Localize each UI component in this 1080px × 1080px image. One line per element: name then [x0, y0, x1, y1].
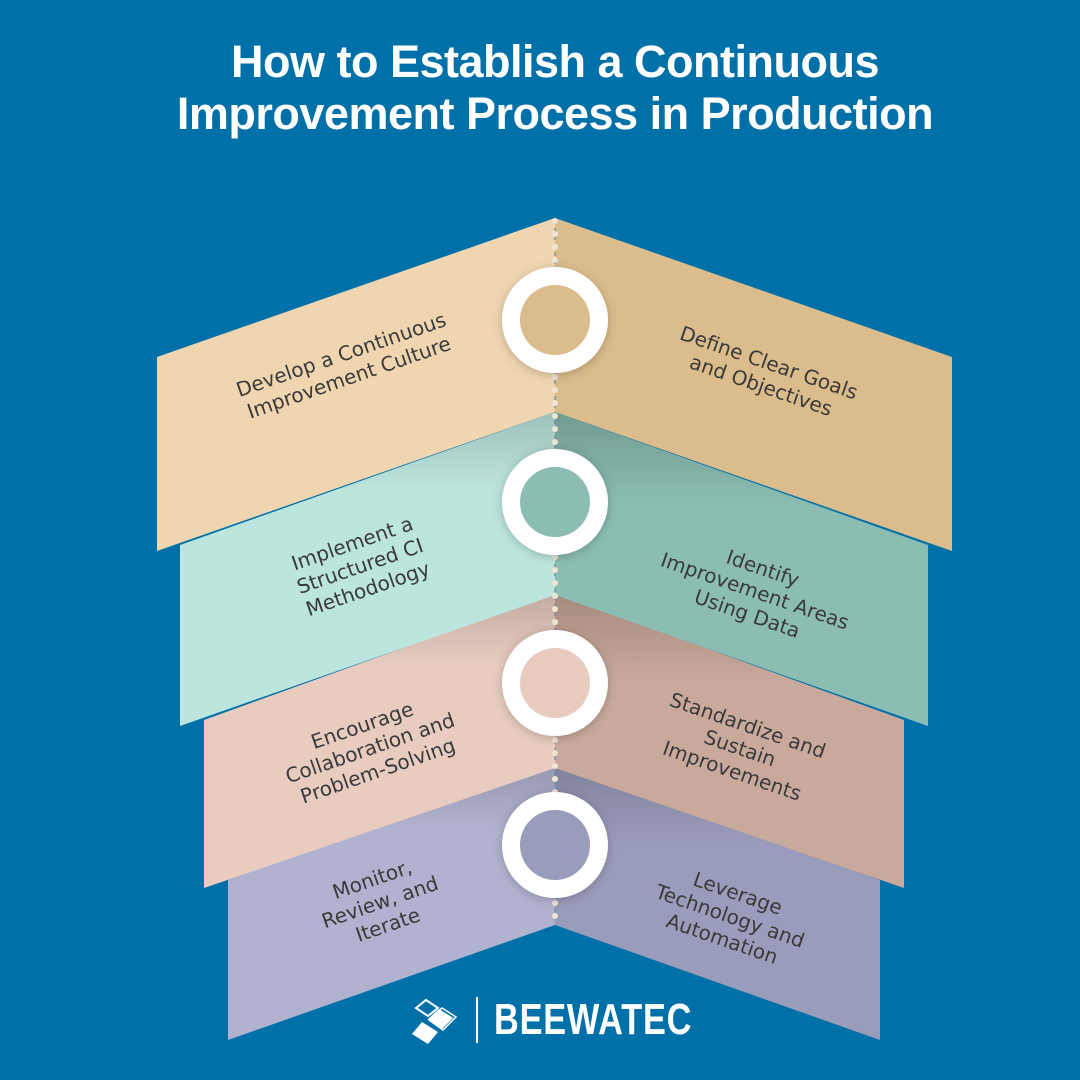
band-3: [204, 593, 904, 888]
step-ring-1: [502, 267, 608, 373]
band-1: [157, 218, 952, 551]
brand-logo: BEEWATEC: [412, 994, 748, 1046]
step-ring-3: [502, 630, 608, 736]
step-ring-4: [502, 792, 608, 898]
step-ring-2: [502, 449, 608, 555]
band-1-left-panel: [157, 218, 555, 551]
band-1-right-panel: [555, 218, 952, 551]
logo-divider: [476, 997, 478, 1043]
page-title: How to Establish a Continuous Improvemen…: [0, 36, 1080, 140]
connector-dots: [552, 218, 558, 919]
beewatec-diamond-icon: [412, 998, 458, 1044]
title-line-2: Improvement Process in Production: [176, 88, 934, 139]
band-4: [228, 760, 880, 1040]
band-2: [180, 412, 928, 726]
brand-name: BEEWATEC: [494, 995, 693, 1044]
title-line-1: How to Establish a Continuous: [231, 36, 880, 87]
